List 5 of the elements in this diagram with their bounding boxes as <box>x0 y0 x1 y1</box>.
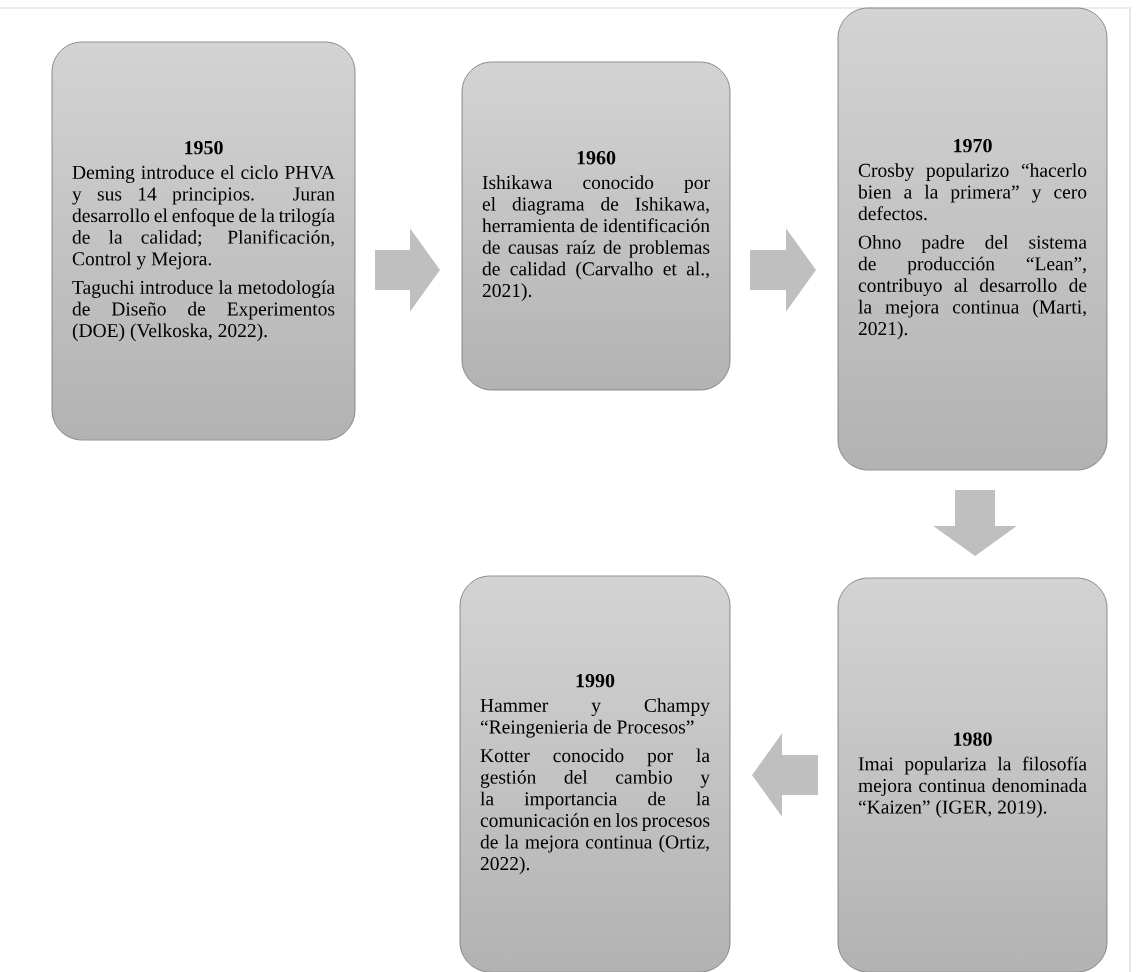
year-box: 1970 Crosby popularizo “hacerlo bien a la primera” y cero defectos. Ohno padre del sistema de producción “Lean”, contribuyo al desarrollo de la mejora continua (Marti, 2021). <box>837 7 1108 471</box>
year-box: 1990 Hammer y Champy “Reingenieria de Procesos” Kotter conocido por la gestión del cambio y la importancia de la comunicación en los procesos de la mejora continua (Ortiz, 2022). <box>459 575 731 972</box>
year-box: 1980 Imai populariza la filosofía mejora continua denominada “Kaizen” (IGER, 2019). <box>837 577 1108 972</box>
year-box: 1960 Ishikawa conocido por el diagrama de Ishikawa, herramienta de identificación de causas raíz de problemas de calidad (Carvalho et al., 2021). <box>461 61 731 391</box>
year-box: 1950 Deming introduce el ciclo PHVA y sus 14 principios. Juran desarrollo el enfoque de la trilogía de la calidad; Planificación, Control y Mejora. Taguchi introduce la metodología de Diseño de Experimentos (DOE) (Velkoska, 2022). <box>51 41 356 441</box>
